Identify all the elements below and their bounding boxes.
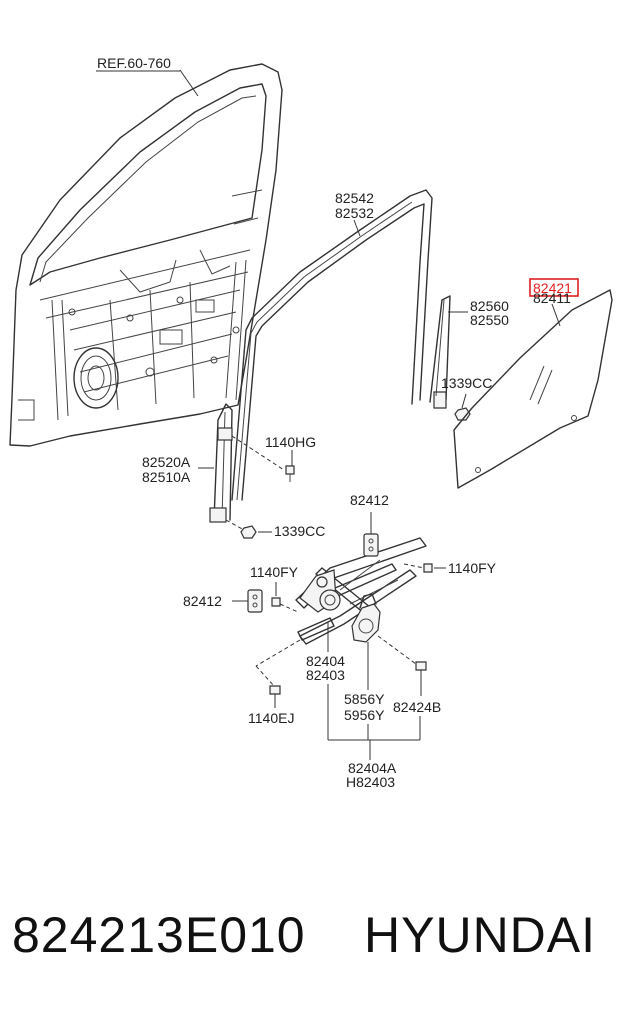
caption: 824213E010 HYUNDAI	[0, 898, 620, 982]
weatherstrip-leader	[353, 219, 361, 237]
front-lower-channel	[209, 403, 233, 523]
label-weatherstrip-a: 82542	[335, 190, 374, 206]
rear-clip	[454, 407, 471, 421]
label-ref: REF.60-760	[97, 55, 171, 71]
label-motor-a: 5856Y	[344, 691, 385, 707]
label-rear-clip: 1339CC	[441, 375, 492, 391]
label-front-clip: 1339CC	[274, 523, 325, 539]
window-regulator	[295, 537, 427, 645]
label-bolt-lower: 1140EJ	[248, 710, 294, 726]
ref-leader	[179, 69, 199, 97]
label-regulator-a: 82404	[306, 653, 345, 669]
label-bolt-right: 1140FY	[448, 560, 497, 576]
glass-holder-left	[232, 589, 263, 613]
bolt-1140ej	[255, 639, 301, 708]
label-rear-channel-b: 82550	[470, 312, 509, 328]
bolt-1140fy-right	[403, 563, 446, 573]
clip-1339cc-front	[225, 519, 257, 539]
regulator-motor	[351, 593, 381, 690]
label-assembly-b: H82403	[346, 774, 395, 790]
label-bolt-left: 1140FY	[250, 564, 299, 580]
bolt-1140hg	[231, 435, 295, 482]
assembly-bracket	[327, 684, 421, 760]
rear-lower-channel	[429, 295, 471, 421]
highlight-box	[529, 278, 579, 297]
label-rear-channel-a: 82560	[470, 298, 509, 314]
glass-leader	[551, 303, 561, 327]
label-glass-b: 82411	[533, 290, 571, 306]
bolt-82424b	[377, 635, 427, 696]
label-holder-left: 82412	[183, 593, 222, 609]
label-bolt-upper: 1140HG	[265, 434, 316, 450]
rear-clip-leader	[461, 393, 467, 409]
glass-holder-upper	[363, 512, 379, 557]
brand-name: HYUNDAI	[364, 907, 597, 963]
label-holder-upper: 82412	[350, 492, 389, 508]
door-frame	[9, 63, 283, 447]
bolt-1140fy-left	[271, 582, 299, 613]
label-front-channel-a: 82520A	[142, 454, 191, 470]
label-regulator-b: 82403	[306, 667, 345, 683]
part-number: 824213E010	[12, 907, 306, 963]
label-weatherstrip-b: 82532	[335, 205, 374, 221]
label-glass-a: 82421	[533, 280, 572, 296]
label-front-channel-b: 82510A	[142, 469, 191, 485]
label-motor-bolt: 82424B	[393, 699, 441, 715]
door-glass	[453, 289, 613, 489]
label-assembly-a: 82404A	[348, 760, 397, 776]
window-run-weatherstrip	[231, 189, 433, 501]
label-motor-b: 5956Y	[344, 707, 385, 723]
